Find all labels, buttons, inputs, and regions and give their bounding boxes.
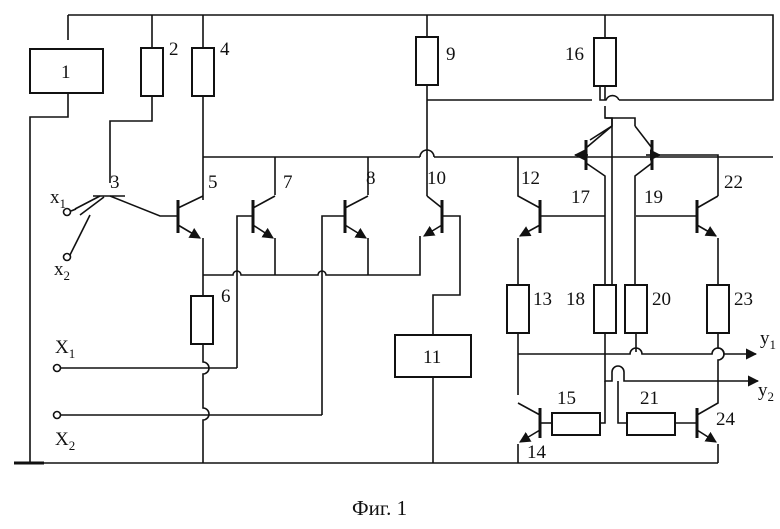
label-18: 18 [566,289,585,310]
figure-caption: Фиг. 1 [352,496,407,520]
transistor-8: 8 [322,168,376,415]
label-4: 4 [220,39,230,60]
label-9: 9 [446,44,456,65]
input-X2: X2 [54,412,323,454]
label-23: 23 [734,289,753,310]
label-14: 14 [527,442,547,463]
input-x2-label: x2 [54,259,70,283]
label-6: 6 [221,286,231,307]
input-x1-label: x1 [50,187,66,211]
label-20: 20 [652,289,671,310]
transistor-12: 12 [518,157,605,285]
resistor-2: 2 [110,39,179,183]
transistor-3: 3 x1 x2 [50,172,178,283]
label-10: 10 [427,168,446,189]
transistor-10: 10 [424,100,460,335]
label-21: 21 [640,388,659,409]
output-y2: y2 [605,352,774,404]
resistor-16: 16 [565,38,616,100]
label-3: 3 [110,172,120,193]
label-7: 7 [283,172,293,193]
label-12: 12 [521,168,540,189]
label-24: 24 [716,409,736,430]
resistor-23: 23 [707,285,753,395]
label-13: 13 [533,289,552,310]
input-X2-terminal [54,412,61,419]
label-15: 15 [557,388,576,409]
label-16: 16 [565,44,584,65]
label-2: 2 [169,39,179,60]
label-8: 8 [366,168,376,189]
label-17: 17 [571,187,590,208]
block-11: 11 [395,335,471,463]
label-19: 19 [644,187,663,208]
transistor-17: 17 [571,106,612,285]
transistor-5: 5 [178,172,218,296]
resistor-15: 15 [552,381,605,435]
label-22: 22 [724,172,743,193]
transistor-14: 14 [518,403,552,463]
resistor-13: 13 [507,285,552,395]
resistor-6: 6 [191,286,231,463]
transistor-19: 19 [605,118,718,285]
transistor-7: 7 [237,172,293,368]
emitter-bus [203,236,420,275]
transistor-24: 24 [697,395,736,463]
output-y1-label: y1 [760,328,776,352]
resistor-18: 18 [566,285,616,352]
resistor-21: 21 [618,381,697,435]
input-X1-label: X1 [55,337,75,361]
label-1: 1 [61,62,71,83]
input-X2-label: X2 [55,429,75,453]
resistor-9: 9 [416,37,456,100]
label-5: 5 [208,172,218,193]
input-X1-terminal [54,365,61,372]
resistor-20: 20 [625,285,671,352]
output-y2-label: y2 [758,380,774,404]
label-11: 11 [423,347,441,368]
block-1: 1 [14,49,103,463]
